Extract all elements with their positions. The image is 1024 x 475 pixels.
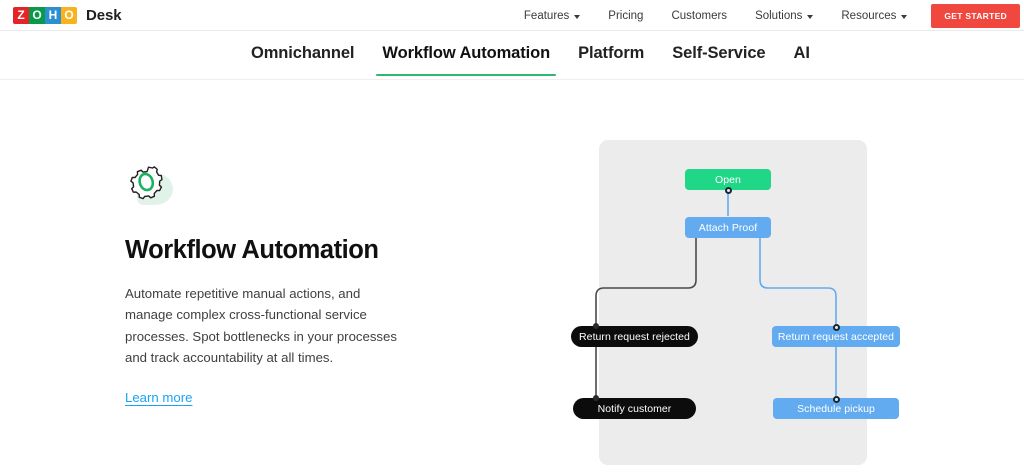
nav-item-solutions-label: Solutions [755, 9, 803, 22]
flow-node-return-request-rejected[interactable]: Return request rejected [571, 326, 698, 347]
nav-item-pricing[interactable]: Pricing [594, 0, 657, 31]
tab-platform[interactable]: Platform [578, 44, 645, 62]
zoho-logo-tile-h: H [45, 6, 61, 24]
flow-node-return-request-accepted[interactable]: Return request accepted [772, 326, 900, 347]
main-content: Workflow Automation Automate repetitive … [0, 81, 1024, 475]
nav-item-features[interactable]: Features [510, 0, 594, 31]
product-name: Desk [86, 6, 122, 24]
flow-node-notify-customer[interactable]: Notify customer [573, 398, 696, 419]
chevron-down-icon [901, 14, 908, 19]
site-header: Z O H O Desk Features Pricing Customers … [0, 0, 1024, 31]
zoho-logo-icon: Z O H O [13, 6, 77, 24]
connector-dot-open [724, 186, 732, 194]
tab-ai[interactable]: AI [793, 44, 810, 62]
nav-item-resources[interactable]: Resources [827, 0, 921, 31]
brand-logo[interactable]: Z O H O Desk [13, 4, 122, 26]
flow-node-attach-proof[interactable]: Attach Proof [685, 217, 771, 238]
get-started-button[interactable]: GET STARTED [931, 3, 1020, 28]
nav-item-customers[interactable]: Customers [657, 0, 741, 31]
nav-item-resources-label: Resources [841, 9, 897, 22]
feature-tabbar: Omnichannel Workflow Automation Platform… [0, 32, 1024, 80]
connector-dot-pickup [832, 395, 840, 403]
edge-attach-to-rejected [595, 237, 697, 327]
connector-dot-notify [593, 395, 599, 401]
workflow-diagram: Open Attach Proof Return request rejecte… [540, 133, 960, 473]
feature-copy-block: Workflow Automation Automate repetitive … [125, 163, 425, 407]
tab-workflow-automation[interactable]: Workflow Automation [368, 32, 564, 76]
zoho-logo-tile-o2: O [61, 6, 77, 24]
flow-node-open[interactable]: Open [685, 169, 771, 190]
diagram-connectors [595, 190, 837, 398]
nav-item-features-label: Features [523, 9, 570, 22]
primary-navigation: Features Pricing Customers Solutions Res… [510, 0, 1024, 31]
learn-more-link[interactable]: Learn more [125, 389, 193, 405]
nav-item-customers-label: Customers [671, 9, 728, 22]
chevron-down-icon [807, 14, 814, 19]
connector-dot-rejected [593, 323, 599, 329]
nav-item-solutions[interactable]: Solutions [741, 0, 827, 31]
gear-icon [125, 163, 173, 208]
tab-omnichannel[interactable]: Omnichannel [251, 44, 355, 62]
flow-node-schedule-pickup[interactable]: Schedule pickup [773, 398, 899, 419]
tab-self-service[interactable]: Self-Service [672, 44, 766, 62]
feature-description: Automate repetitive manual actions, and … [125, 285, 397, 366]
nav-item-pricing-label: Pricing [608, 9, 644, 22]
chevron-down-icon [574, 14, 581, 19]
connector-dot-accepted [832, 323, 840, 331]
zoho-logo-tile-z: Z [13, 6, 29, 24]
page-title: Workflow Automation [125, 236, 379, 264]
zoho-logo-tile-o1: O [29, 6, 45, 24]
edge-attach-to-accepted [759, 237, 837, 327]
gear-icon-glyph [130, 166, 163, 200]
